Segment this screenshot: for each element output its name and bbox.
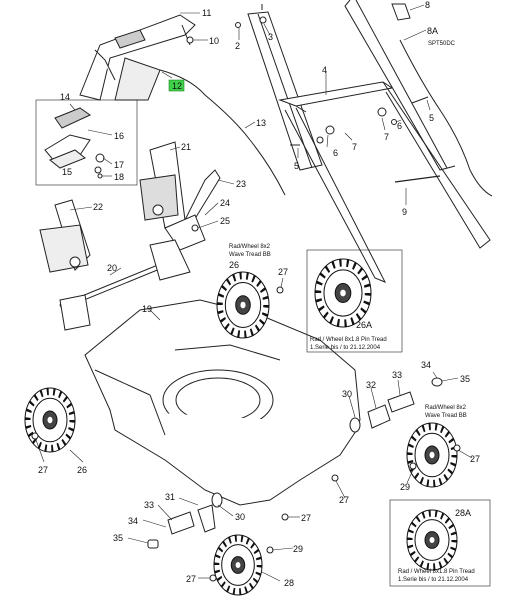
callout-29-left: 29: [293, 544, 303, 554]
callout-26a: 26A: [356, 320, 372, 330]
callout-35-left: 35: [113, 533, 123, 543]
callout-27-bottom: 27: [301, 513, 311, 523]
callout-20: 20: [107, 263, 117, 273]
callout-12: 12: [172, 81, 182, 91]
front-axle-parts-left: [147, 492, 223, 549]
note-26a-1: Rad / Wheel 8x1.8 Pin Tread: [310, 337, 387, 343]
callout-31: 31: [165, 492, 175, 502]
callout-27-left: 27: [38, 465, 48, 475]
callout-29-right: 29: [400, 482, 410, 492]
callout-30-left: 30: [235, 512, 245, 522]
callout-27-right: 27: [470, 454, 480, 464]
cable: [159, 39, 493, 197]
callout-11: 11: [202, 8, 211, 18]
callout-27-bottom-left: 27: [186, 574, 196, 584]
leader-lines: [35, 4, 473, 582]
callout-28a: 28A: [455, 508, 471, 518]
callout-2: 2: [235, 41, 240, 51]
callout-26-left: 26: [77, 465, 87, 475]
callout-5-left: 5: [294, 161, 299, 171]
callout-8a-sub: SPT50DC: [428, 41, 456, 47]
highlight-part-12: [168, 79, 185, 92]
wheel-26-left: [24, 387, 76, 453]
detail-box-14-18: [35, 99, 138, 186]
callout-19: 19: [142, 304, 152, 314]
callout-9: 9: [402, 207, 407, 217]
note-wheel-right-1: Rad/Wheel 8x2: [425, 405, 467, 411]
callout-labels: 11 10 2 3 8 8A SPT50DC 12 4 13 14 16 17 …: [38, 0, 480, 588]
callout-34-right: 34: [421, 360, 431, 370]
wheel-28-bottom: [213, 534, 263, 596]
callout-22: 22: [93, 202, 103, 212]
wheel-notes: Rad/Wheel 8x2 Wave Tread BB Rad / Wheel …: [229, 244, 475, 583]
callout-8a: 8A: [427, 26, 438, 36]
axle: [59, 239, 191, 331]
detail-box-28a: [389, 499, 491, 587]
note-26a-2: 1.Serie bis / to 21.12.2004: [310, 345, 381, 351]
note-wheel-top-1: Rad/Wheel 8x2: [229, 244, 271, 250]
wheel-26-top: [216, 271, 270, 339]
callout-24: 24: [220, 198, 230, 208]
detail-box-26a: [306, 249, 403, 353]
callout-23: 23: [236, 179, 246, 189]
callout-7-right: 7: [384, 132, 389, 142]
callout-6-left: 6: [333, 148, 338, 158]
control-bail: [79, 14, 196, 101]
callout-14: 14: [60, 92, 70, 102]
callout-17: 17: [114, 160, 124, 170]
callout-8: 8: [425, 0, 430, 10]
note-28a-1: Rad / Wheel 8x1.8 Pin Tread: [398, 569, 475, 575]
callout-34-left: 34: [128, 516, 138, 526]
callout-3: 3: [268, 32, 273, 42]
callout-27-mid: 27: [339, 495, 349, 505]
callout-32: 32: [366, 380, 376, 390]
wheel-28a-box: [406, 509, 458, 571]
callout-33-left: 33: [144, 500, 154, 510]
callout-10: 10: [209, 36, 219, 46]
mower-deck: [84, 299, 361, 506]
callout-4: 4: [322, 65, 327, 75]
note-wheel-right-2: Wave Tread BB: [425, 413, 467, 419]
callout-6-right: 6: [397, 121, 402, 131]
front-axle-parts-right: [349, 377, 443, 433]
callout-21: 21: [181, 142, 191, 152]
throttle-parts: [139, 141, 221, 251]
callout-7-left: 7: [352, 142, 357, 152]
callout-13: 13: [256, 118, 266, 128]
rear-bracket: [39, 199, 91, 273]
wheels-group: [24, 258, 458, 596]
callout-16: 16: [114, 131, 124, 141]
wheel-bb-right: [406, 422, 458, 488]
callout-30-right: 30: [342, 389, 352, 399]
callout-18: 18: [114, 172, 124, 182]
note-wheel-top-2: Wave Tread BB: [229, 252, 271, 258]
callout-27-top: 27: [278, 267, 288, 277]
callout-28: 28: [284, 578, 294, 588]
wheel-26a-box: [314, 258, 372, 328]
callout-25: 25: [220, 216, 230, 226]
note-28a-2: 1.Serie bis / to 21.12.2004: [398, 577, 469, 583]
callout-5-right: 5: [429, 113, 434, 123]
callout-35-right: 35: [460, 374, 470, 384]
brake-parts: [44, 107, 105, 179]
callout-15: 15: [62, 167, 72, 177]
handle-lower: [278, 81, 491, 283]
callout-33-right: 33: [392, 370, 402, 380]
callout-26: 26: [229, 260, 239, 270]
hardware: [31, 16, 461, 582]
